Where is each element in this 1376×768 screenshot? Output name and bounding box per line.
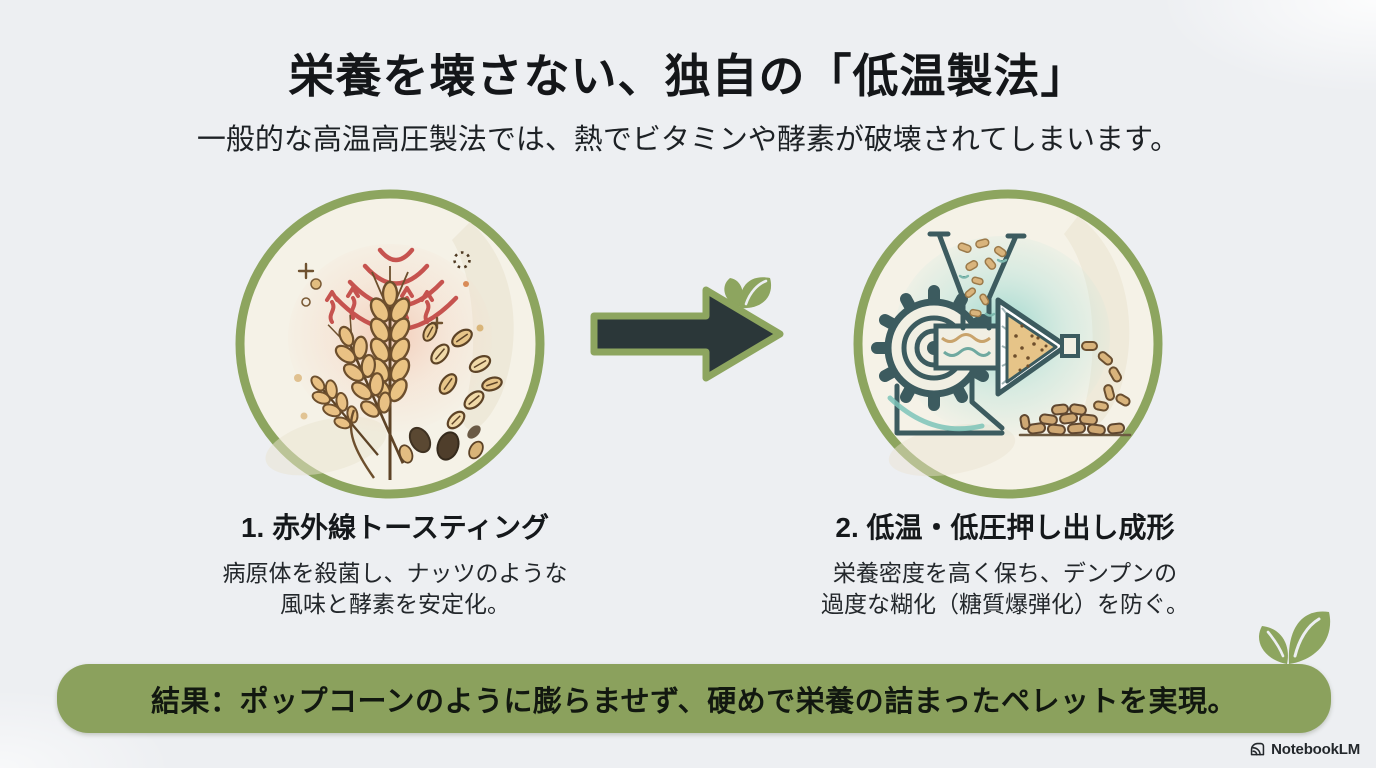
step1-illustration (234, 188, 546, 500)
page-subtitle: 一般的な高温高圧製法では、熱でビタミンや酵素が破壊されてしまいます。 (196, 124, 1180, 156)
brand-label: NotebookLM (1271, 741, 1360, 758)
notebooklm-logo-icon (1250, 742, 1265, 756)
step2-text-block: 2. 低温・低圧押し出し成形 栄養密度を高く保ち、デンプンの 過度な糊化（糖質爆… (755, 506, 1255, 620)
step1-body-line2: 風味と酵素を安定化。 (280, 591, 510, 618)
page-title: 栄養を壊さない、独自の「低温製法」 (288, 50, 1088, 102)
step1-heading: 1. 赤外線トースティング (240, 512, 550, 543)
step2-body-line1: 栄養密度を高く保ち、デンプンの (832, 560, 1178, 586)
result-banner-text: 結果：ポップコーンのように膨らませず、硬めで栄養の詰まったペレットを実現。 (151, 685, 1237, 718)
step1-body-line1: 病原体を殺菌し、ナッツのような (222, 560, 568, 586)
step2-body-line2: 過度な糊化（糖質爆弾化）を防ぐ。 (821, 591, 1189, 618)
step1-text-block: 1. 赤外線トースティング 病原体を殺菌し、ナッツのような 風味と酵素を安定化。 (145, 506, 645, 620)
sprout-leaves-icon (1258, 611, 1331, 664)
low-temp-extruder-icon (853, 189, 1163, 499)
result-banner: 結果：ポップコーンのように膨らませず、硬めで栄養の詰まったペレットを実現。 (57, 664, 1331, 733)
notebooklm-watermark: NotebookLM (1249, 741, 1360, 758)
banner-decoration (1243, 600, 1339, 668)
step2-illustration (852, 188, 1164, 500)
right-arrow-with-leaf-icon (590, 277, 784, 382)
infrared-toasting-wheat-icon (235, 189, 545, 499)
step2-heading: 2. 低温・低圧押し出し成形 (835, 512, 1175, 543)
process-arrow (586, 268, 794, 396)
